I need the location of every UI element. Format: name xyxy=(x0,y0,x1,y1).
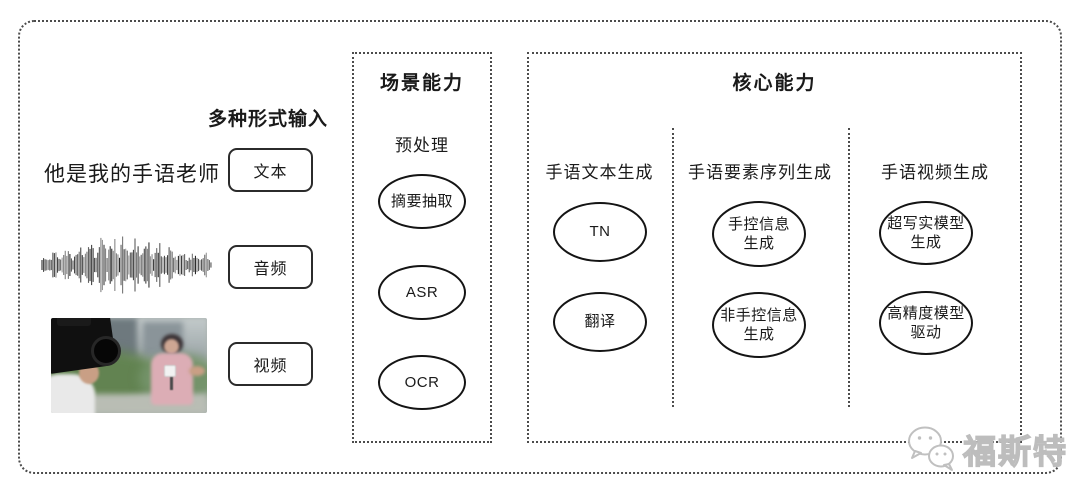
node-hyperreal-model-generation: 超写实模型 生成 xyxy=(879,201,973,265)
photo-mic-flag xyxy=(164,365,176,377)
node-manual-info-generation: 手控信息 生成 xyxy=(712,201,806,267)
column-header-sign-video: 手语视频生成 xyxy=(881,163,989,182)
photo-microphone xyxy=(170,376,173,390)
column-header-sign-element-sequence: 手语要素序列生成 xyxy=(688,163,832,182)
tag-video: 视频 xyxy=(228,342,313,386)
column-divider xyxy=(672,128,674,407)
tag-audio-label: 音频 xyxy=(253,261,288,278)
photo-camera-lens xyxy=(91,336,121,366)
node-ocr: OCR xyxy=(378,355,466,410)
node-asr: ASR xyxy=(378,265,466,320)
sample-sentence: 他是我的手语老师 xyxy=(44,163,220,186)
node-high-precision-model-driving: 高精度模型 驱动 xyxy=(879,291,973,355)
photo-reporter-face xyxy=(164,339,179,354)
tag-audio: 音频 xyxy=(228,245,313,289)
node-tn: TN xyxy=(553,202,647,262)
scene-capability-panel xyxy=(352,52,492,443)
watermark: 福斯特 xyxy=(905,424,1068,474)
photo-reporter-hand xyxy=(189,366,205,376)
input-section-label: 多种形式输入 xyxy=(207,109,328,130)
watermark-text: 福斯特 xyxy=(962,432,1068,470)
node-translation: 翻译 xyxy=(553,292,647,352)
outer-dashed-border xyxy=(18,20,1062,474)
audio-waveform xyxy=(41,236,212,294)
photo-camera-top xyxy=(57,318,91,326)
tag-video-label: 视频 xyxy=(253,358,288,375)
node-summary-extraction: 摘要抽取 xyxy=(378,174,466,229)
core-capability-panel xyxy=(527,52,1022,443)
video-thumbnail xyxy=(51,318,207,413)
tag-text: 文本 xyxy=(228,148,313,192)
scene-panel-title: 场景能力 xyxy=(379,73,464,94)
core-panel-title: 核心能力 xyxy=(732,73,817,94)
column-divider xyxy=(848,128,850,407)
tag-text-label: 文本 xyxy=(253,164,288,181)
column-header-sign-text: 手语文本生成 xyxy=(545,163,654,182)
node-non-manual-info-generation: 非手控信息 生成 xyxy=(712,292,806,358)
preprocess-label: 预处理 xyxy=(395,136,449,155)
chat-bubbles-icon xyxy=(908,426,954,471)
